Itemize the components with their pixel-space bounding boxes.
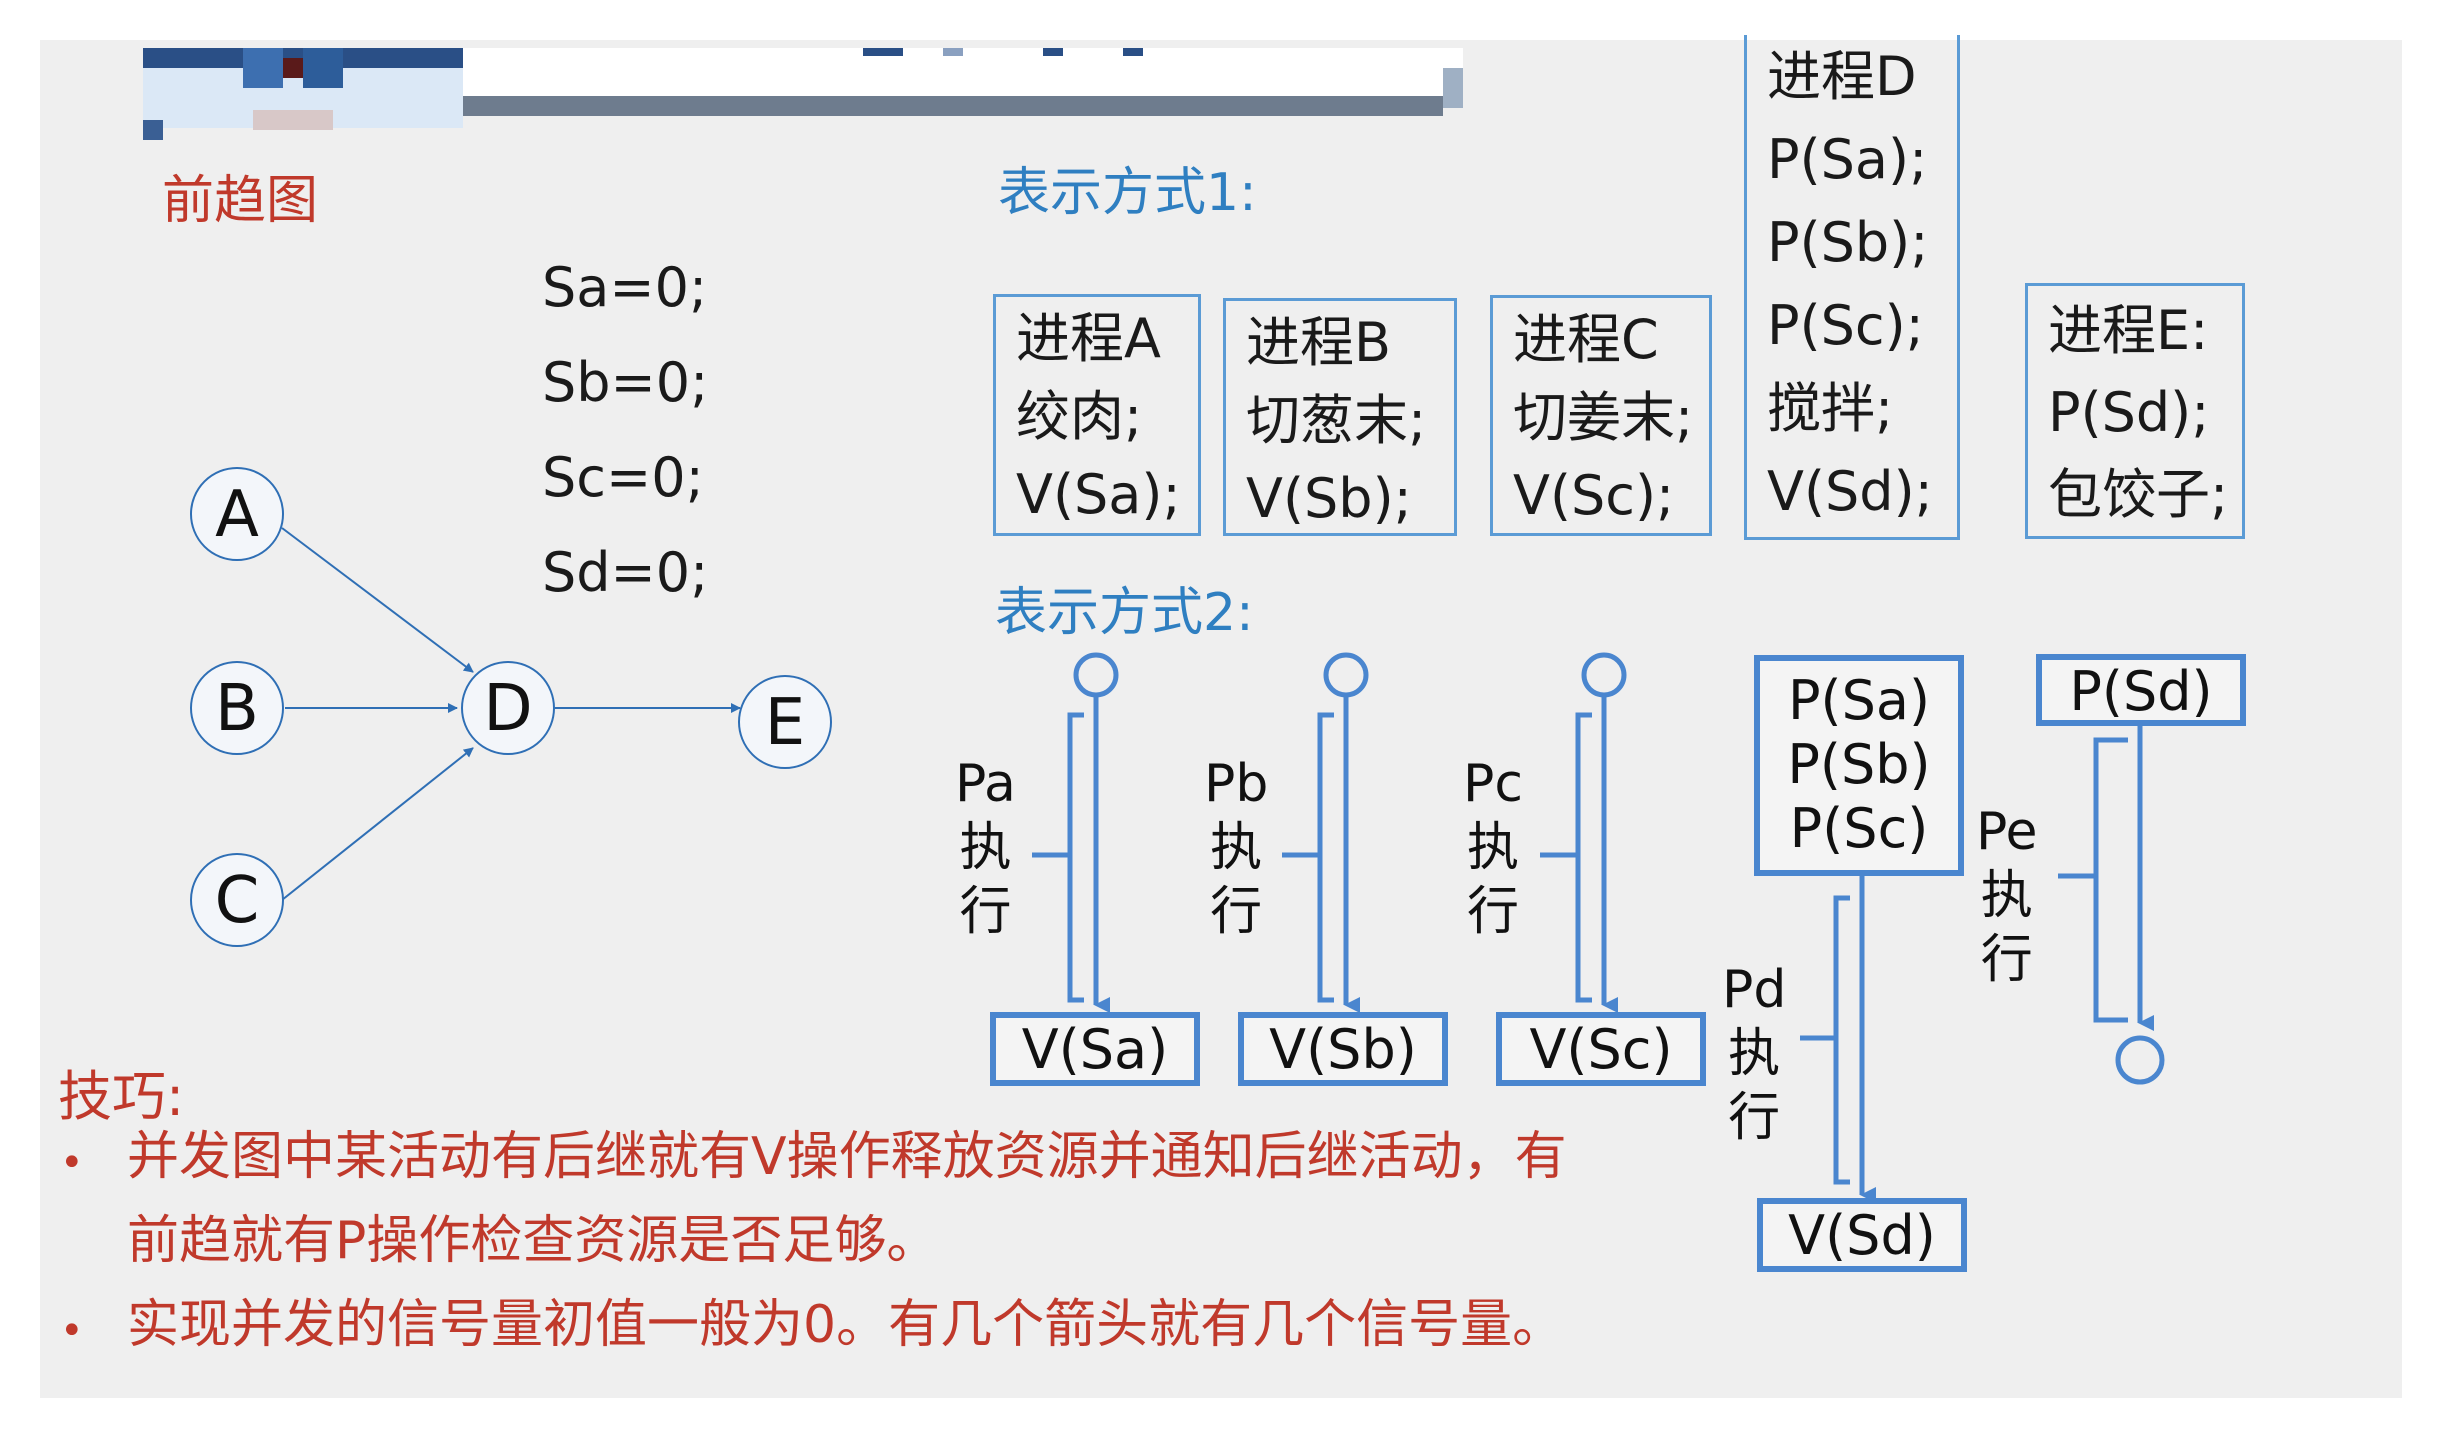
process-d-line: P(Sb);	[1767, 211, 1929, 274]
pb-bracket	[1282, 712, 1334, 1003]
pa-bracket	[1032, 712, 1084, 1003]
node-c	[190, 853, 284, 947]
pe-bracket	[2058, 737, 2128, 1023]
pd-label: Pd 执 行	[1722, 960, 1787, 1148]
node-b-label: B	[215, 672, 259, 746]
pd-end-box: V(Sd)	[1757, 1198, 1967, 1272]
process-d-line: V(Sd);	[1767, 460, 1933, 523]
process-d-line: 搅拌;	[1767, 377, 1894, 440]
graph-title: 前趋图	[162, 171, 319, 231]
edge-c-d	[281, 747, 474, 901]
node-a-label: A	[215, 478, 259, 552]
tips-title: 技巧:	[58, 1065, 185, 1128]
process-e-line: 进程E:	[2048, 299, 2209, 362]
pc-label: Pc 执 行	[1463, 754, 1523, 942]
semaphore-sc: Sc=0;	[542, 446, 704, 509]
method1-title: 表示方式1:	[998, 163, 1257, 223]
node-d	[461, 661, 555, 755]
semaphore-sd: Sd=0;	[542, 541, 709, 604]
pa-start-circle	[1073, 652, 1119, 698]
process-a-line: 绞肉;	[1016, 385, 1143, 448]
process-d-line: P(Sa);	[1767, 128, 1928, 191]
process-a-box: 进程A 绞肉; V(Sa);	[993, 294, 1201, 536]
pe-start-box: P(Sd)	[2036, 654, 2246, 726]
process-b-line: 进程B	[1246, 311, 1392, 374]
pb-end-box: V(Sb)	[1238, 1012, 1448, 1086]
node-a	[190, 467, 284, 561]
semaphore-list: Sa=0; Sb=0; Sc=0; Sd=0;	[542, 240, 708, 620]
process-d-box: 进程D P(Sa); P(Sb); P(Sc); 搅拌; V(Sd);	[1744, 35, 1960, 540]
process-c-line: V(Sc);	[1513, 464, 1675, 527]
pa-label: Pa 执 行	[955, 754, 1016, 942]
node-c-label: C	[215, 864, 260, 938]
pc-bracket	[1540, 712, 1592, 1003]
tip-bullet-2: •	[60, 1308, 84, 1354]
pc-end-box: V(Sc)	[1496, 1012, 1706, 1086]
tip-1-line-1: 并发图中某活动有后继就有V操作释放资源并通知后继活动，有	[127, 1127, 1567, 1187]
process-a-line: 进程A	[1016, 307, 1161, 370]
pe-end-circle	[2115, 1035, 2165, 1085]
tip-bullet-1: •	[60, 1140, 84, 1186]
process-c-line: 进程C	[1513, 308, 1659, 371]
method2-title: 表示方式2:	[995, 583, 1254, 643]
process-e-line: 包饺子;	[2048, 463, 2229, 526]
semaphore-sa: Sa=0;	[542, 256, 708, 319]
tip-2-line-1: 实现并发的信号量初值一般为0。有几个箭头就有几个信号量。	[127, 1295, 1565, 1355]
node-d-label: D	[483, 672, 532, 746]
pc-start-circle	[1581, 652, 1627, 698]
process-a-line: V(Sa);	[1016, 463, 1181, 526]
pd-bracket	[1800, 895, 1850, 1185]
process-d-line: 进程D	[1767, 45, 1917, 108]
node-e-label: E	[765, 686, 805, 760]
pe-label: Pe 执 行	[1976, 802, 2038, 990]
process-b-box: 进程B 切葱末; V(Sb);	[1223, 298, 1457, 536]
process-e-line: P(Sd);	[2048, 381, 2210, 444]
precedence-graph: A B C D E	[190, 467, 832, 947]
node-e	[738, 675, 832, 769]
tip-2: 实现并发的信号量初值一般为0。有几个箭头就有几个信号量。	[127, 1283, 1564, 1367]
pa-end-box: V(Sa)	[990, 1012, 1200, 1086]
node-b	[190, 661, 284, 755]
process-d-line: P(Sc);	[1767, 294, 1924, 357]
slide: 前趋图 A B C D E Sa=0; Sb=0; Sc=0; Sd=0; 表示…	[40, 35, 2402, 1398]
tip-1: 并发图中某活动有后继就有V操作释放资源并通知后继活动，有 前趋就有P操作检查资源…	[127, 1115, 1567, 1283]
edge-a-d	[281, 527, 474, 673]
pd-start-box: P(Sa) P(Sb) P(Sc)	[1754, 655, 1964, 876]
process-c-box: 进程C 切姜末; V(Sc);	[1490, 295, 1712, 536]
process-c-line: 切姜末;	[1513, 386, 1694, 449]
pb-start-circle	[1323, 652, 1369, 698]
process-e-box: 进程E: P(Sd); 包饺子;	[2025, 283, 2245, 539]
process-b-line: 切葱末;	[1246, 389, 1427, 452]
pb-label: Pb 执 行	[1204, 754, 1269, 942]
tip-1-line-2: 前趋就有P操作检查资源是否足够。	[127, 1211, 939, 1271]
process-b-line: V(Sb);	[1246, 467, 1412, 530]
semaphore-sb: Sb=0;	[542, 351, 709, 414]
blurred-header-image	[143, 48, 1503, 148]
method2-flow-diagram	[1032, 652, 2165, 1203]
